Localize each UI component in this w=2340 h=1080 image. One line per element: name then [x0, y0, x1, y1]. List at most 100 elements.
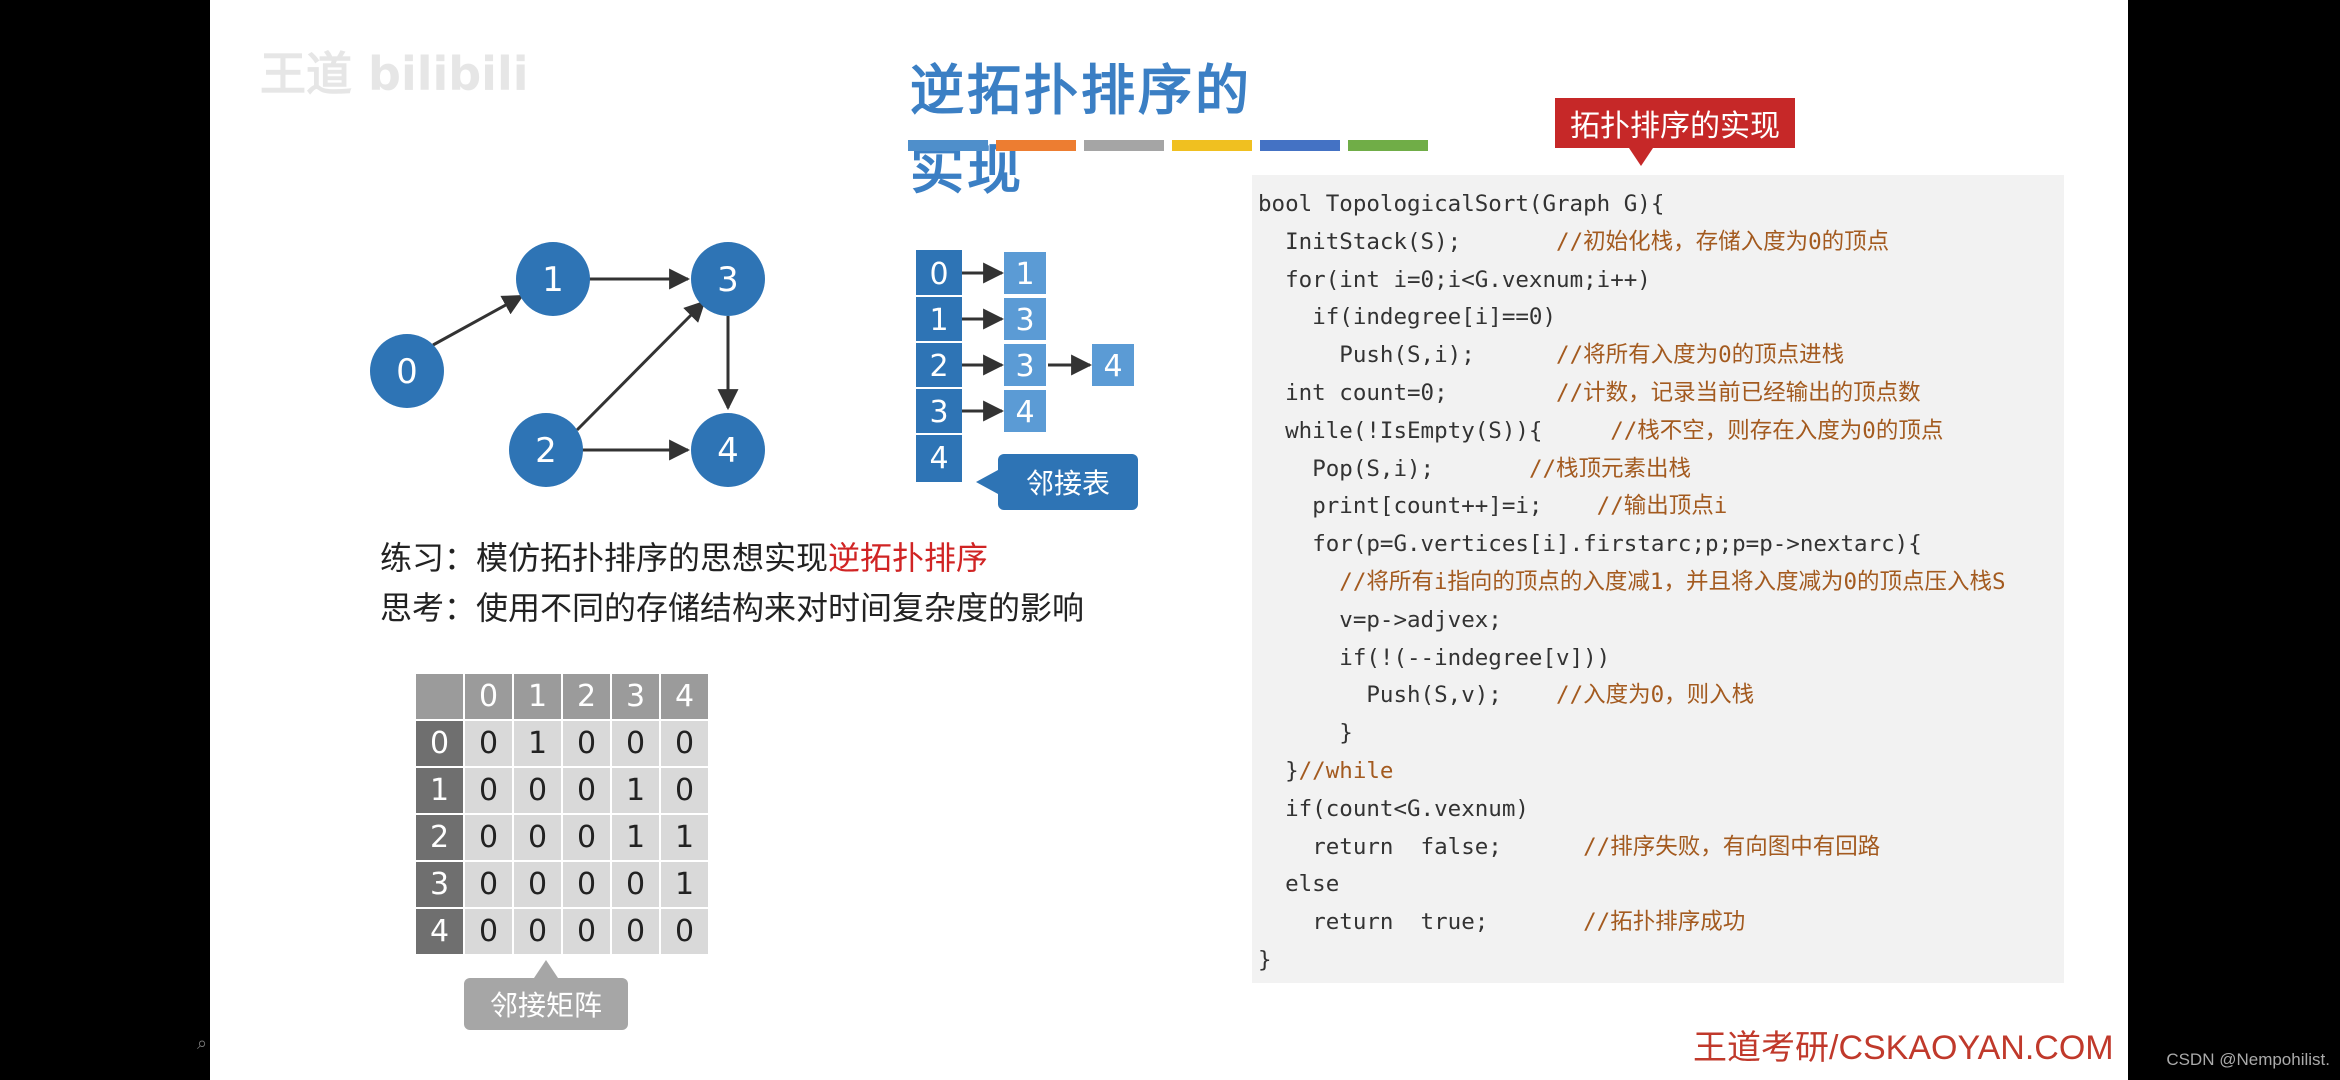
code-comment: //将所有入度为0的顶点进栈: [1556, 342, 1845, 369]
code-line: }//while: [1258, 753, 2006, 791]
node-label-1: 1: [542, 260, 564, 300]
matrix-row-header: 4: [414, 907, 465, 956]
code-line: int count=0; //计数，记录当前已经输出的顶点数: [1258, 375, 2006, 413]
adj-node-text: 4: [1015, 395, 1034, 430]
code-line: for(int i=0;i<G.vexnum;i++): [1258, 262, 2006, 300]
graph-node-2: 2: [509, 413, 583, 487]
exercise-line-1: 练习：模仿拓扑排序的思想实现逆拓扑排序: [380, 533, 1084, 583]
matrix-cell: 0: [512, 907, 563, 956]
code-text: Pop(S,i);: [1312, 455, 1529, 482]
code-comment: //计数，记录当前已经输出的顶点数: [1556, 379, 1921, 406]
code-line: Push(S,i); //将所有入度为0的顶点进栈: [1258, 337, 2006, 375]
adj-node-1-3: 3: [1004, 298, 1046, 340]
adj-head-1: 1: [929, 303, 948, 338]
matrix-col-header: 3: [610, 672, 661, 721]
matrix-row-header: 2: [414, 813, 465, 862]
code-text: Push(S,i);: [1339, 342, 1557, 369]
node-label-4: 4: [717, 431, 739, 471]
code-text: if(indegree[i]==0): [1312, 304, 1557, 331]
matrix-cell: 1: [610, 766, 661, 815]
code-text: for(p=G.vertices[i].firstarc;p;p=p->next…: [1312, 531, 1922, 558]
code-text: return false;: [1312, 833, 1584, 860]
code-line: print[count++]=i; //输出顶点i: [1258, 488, 2006, 526]
matrix-cell: 0: [659, 766, 710, 815]
footer-brand: 王道考研/CSKAOYAN.COM: [1693, 1029, 2114, 1067]
code-block: bool TopologicalSort(Graph G){ InitStack…: [1258, 186, 2006, 980]
code-line: Push(S,v); //入度为0，则入栈: [1258, 677, 2006, 715]
code-comment: //排序失败，有向图中有回路: [1583, 833, 1881, 860]
code-text: for(int i=0;i<G.vexnum;i++): [1285, 266, 1651, 293]
stripe-1: [908, 140, 988, 151]
stripe-5: [1260, 140, 1340, 151]
code-comment: //栈顶元素出栈: [1528, 455, 1692, 482]
code-text: if(!(--indegree[v])): [1339, 644, 1611, 671]
matrix-row: 3 0 0 0 0 1: [414, 860, 710, 909]
code-comment: //初始化栈，存储入度为0的顶点: [1556, 228, 1890, 255]
adj-node-0-1: 1: [1004, 252, 1046, 294]
code-background: [1252, 175, 2064, 983]
code-line: for(p=G.vertices[i].firstarc;p;p=p->next…: [1258, 526, 2006, 564]
adjacency-list-label: 邻接表: [976, 454, 1138, 510]
adj-head-4: 4: [929, 441, 948, 476]
matrix-cell: 0: [463, 813, 514, 862]
graph-node-0: 0: [370, 334, 444, 408]
code-line: return true; //拓扑排序成功: [1258, 904, 2006, 942]
adj-head-0: 0: [929, 257, 948, 292]
matrix-cell: 0: [659, 719, 710, 768]
matrix-row-header: 3: [414, 860, 465, 909]
code-text: }: [1339, 720, 1353, 747]
stripe-3: [1084, 140, 1164, 151]
matrix-row: 2 0 0 0 1 1: [414, 813, 710, 862]
matrix-cell: 1: [512, 719, 563, 768]
code-line: bool TopologicalSort(Graph G){: [1258, 186, 2006, 224]
matrix-cell: 0: [610, 719, 661, 768]
graph-node-3: 3: [691, 242, 765, 316]
slide-title: 逆拓扑排序的实现: [910, 59, 1252, 201]
adj-list-heads: 0 1 2 3 4: [916, 250, 962, 482]
adj-head-3: 3: [929, 395, 948, 430]
code-line: InitStack(S); //初始化栈，存储入度为0的顶点: [1258, 224, 2006, 262]
matrix-cell: 0: [463, 907, 514, 956]
title-stripes: [908, 140, 1428, 151]
matrix-cell: 0: [463, 766, 514, 815]
matrix-cell: 0: [610, 907, 661, 956]
code-text: InitStack(S);: [1285, 228, 1557, 255]
matrix-row: 1 0 0 0 1 0: [414, 766, 710, 815]
exercise-text: 练习：模仿拓扑排序的思想实现逆拓扑排序 思考：使用不同的存储结构来对时间复杂度的…: [380, 533, 1084, 633]
code-comment: //入度为0，则入栈: [1556, 682, 1755, 709]
matrix-cell: 0: [463, 719, 514, 768]
matrix-cell: 0: [463, 860, 514, 909]
code-text: int count=0;: [1285, 379, 1557, 406]
code-text: else: [1285, 871, 1340, 898]
stripe-2: [996, 140, 1076, 151]
code-line: else: [1258, 866, 2006, 904]
matrix-cell: 0: [561, 813, 612, 862]
matrix-cell: 0: [512, 813, 563, 862]
matrix-cell: 0: [610, 860, 661, 909]
code-text: bool TopologicalSort(Graph G){: [1258, 191, 1665, 217]
matrix-cell: 0: [512, 860, 563, 909]
code-text: return true;: [1312, 909, 1584, 936]
code-line: while(!IsEmpty(S)){ //栈不空，则存在入度为0的顶点: [1258, 413, 2006, 451]
code-text: print[count++]=i;: [1312, 493, 1597, 520]
matrix-col-header: 4: [659, 672, 710, 721]
matrix-corner: [414, 672, 465, 721]
node-label-3: 3: [717, 260, 739, 300]
matrix-row-header: 1: [414, 766, 465, 815]
exercise-line-2: 思考：使用不同的存储结构来对时间复杂度的影响: [380, 589, 1085, 627]
code-line: //将所有i指向的顶点的入度减1，并且将入度减为0的顶点压入栈S: [1258, 564, 2006, 602]
matrix-header-row: 0 1 2 3 4: [414, 672, 710, 721]
matrix-col-header: 2: [561, 672, 612, 721]
cursor-icon: ⌕: [197, 1033, 208, 1054]
code-text: }: [1285, 757, 1299, 784]
node-label-0: 0: [396, 352, 418, 392]
adj-node-2-3: 3: [1004, 344, 1046, 386]
csdn-watermark: CSDN @Nempohilist.: [2166, 1050, 2330, 1069]
code-line: v=p->adjvex;: [1258, 602, 2006, 640]
adj-node-2-4: 4: [1092, 344, 1134, 386]
node-label-2: 2: [535, 431, 557, 471]
matrix-cell: 1: [659, 813, 710, 862]
code-line: }: [1258, 942, 2006, 980]
code-comment: //将所有i指向的顶点的入度减1，并且将入度减为0的顶点压入栈S: [1339, 568, 2006, 595]
stripe-4: [1172, 140, 1252, 151]
